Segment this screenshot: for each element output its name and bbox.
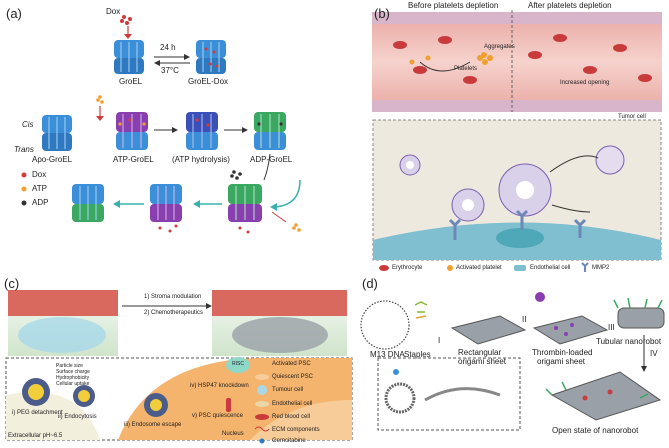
m13-ring <box>360 300 410 350</box>
panel-b-label: (b) <box>374 6 390 21</box>
apo-groel-label: Apo-GroEL <box>32 155 73 164</box>
stroma-modulation-label: 1) Stroma modulation <box>144 294 202 300</box>
chemotherapeutics-label: 2) Chemotherapeutics <box>144 310 204 316</box>
increased-opening-label: Increased opening <box>560 80 610 86</box>
open-state-label: Open state of nanorobot <box>552 426 639 435</box>
rect-origami <box>450 315 527 345</box>
prop-hydrophobicity: Hydrophobicity <box>56 375 90 381</box>
before-depletion-label: Before platelets depletion <box>408 1 499 10</box>
atp-legend-dot <box>21 186 27 192</box>
prop-surface-charge: Surface charge <box>56 369 90 375</box>
rectangular-label: Rectangular <box>458 348 502 357</box>
panel-a <box>21 15 301 234</box>
panel-b <box>372 10 662 272</box>
dox-legend-dot <box>21 172 27 178</box>
panel-c-label: (c) <box>4 276 20 291</box>
nanoparticle-c <box>22 378 168 417</box>
legend-dox: Dox <box>32 170 47 179</box>
risc-complex <box>226 357 250 373</box>
atp-groel-label: ATP-GroEL <box>113 155 154 164</box>
legend-c-icons <box>254 359 270 444</box>
thrombin-label-2: origami sheet <box>537 357 586 366</box>
panel-c <box>5 290 353 444</box>
legend-quiescent-psc: Quiescent PSC <box>272 374 314 380</box>
adp-groel-barrel <box>254 112 286 150</box>
trans-label: Trans <box>14 145 34 154</box>
m13-dna-label: M13 DNA <box>370 350 405 359</box>
thrombin-origami <box>532 315 609 345</box>
adp-legend-dot <box>21 200 27 206</box>
step-psc-quiescence: v) PSC quiescence <box>192 413 244 419</box>
mmp2-legend-icon <box>581 262 589 272</box>
step-endocytosis: ii) Endocytosis <box>58 414 97 420</box>
panel-d <box>360 292 665 431</box>
platelets-label: Platelets <box>454 66 478 72</box>
row3-purple-barrel <box>150 184 182 233</box>
step-hsp47-knockdown: iv) HSP47 knockdown <box>190 383 249 389</box>
risc-label: RISC <box>232 361 244 367</box>
dox-molecules-top <box>120 15 132 25</box>
thrombin-label: Thrombin-loaded <box>532 348 593 357</box>
legend-adp: ADP <box>32 198 49 207</box>
groel-dox-label: GroEL-Dox <box>188 77 229 86</box>
prop-particle-size: Particle size <box>56 363 83 369</box>
step-IV-label: IV <box>650 349 658 358</box>
extracellular-ph-label: Extracellular pH~6.5 <box>8 433 63 439</box>
staples-label: Staples <box>404 350 431 359</box>
legend-activated-psc: Activated PSC <box>272 361 311 367</box>
step-II-label: II <box>522 315 527 324</box>
erythrocytes <box>393 34 652 84</box>
platelet-legend-icon <box>447 265 453 271</box>
endothelial-legend-icon <box>514 265 526 271</box>
hydrolysis-barrel <box>186 112 218 150</box>
legend-activated-platelet: Activated platelet <box>456 265 502 271</box>
arrow-temp-label: 37°C <box>161 66 179 75</box>
legend-mmp2: MMP2 <box>592 265 610 271</box>
cis-label: Cis <box>22 120 34 129</box>
atp-groel-barrel <box>116 112 148 150</box>
legend-ecm: ECM components <box>272 427 320 433</box>
groel-barrel <box>114 40 144 74</box>
rectangular-label-2: origami sheet <box>458 357 507 366</box>
legend-gemcitabine: Gemcitabine <box>272 438 306 444</box>
apo-groel-barrel <box>42 115 72 151</box>
arrow-time-label: 24 h <box>160 43 176 52</box>
prop-cellular-uptake: Cellular uptake <box>56 381 90 387</box>
nanoparticles <box>399 145 625 222</box>
nucleus-label: Nucleus <box>222 431 244 437</box>
erythrocyte-legend-icon <box>379 265 389 271</box>
adp-groel-label: ADP-GroEL <box>250 155 293 164</box>
aggregates-label: Aggregates <box>484 44 515 50</box>
legend-atp: ATP <box>32 184 47 193</box>
panel-a-label: (a) <box>6 6 22 21</box>
legend-tumour-cell: Tumour cell <box>272 387 304 393</box>
legend-red-blood-cell: Red blood cell <box>272 414 311 420</box>
legend-endothelial: Endothelial cell <box>530 265 571 271</box>
legend-endothelial-cell: Endothelial cell <box>272 401 313 407</box>
row3-blue-green-barrel <box>72 184 104 222</box>
atp-hydrolysis-label: (ATP hydrolysis) <box>172 155 230 164</box>
step-III-label: III <box>608 323 615 332</box>
platelet-aggregates <box>409 52 493 65</box>
tubular-nanorobot <box>613 297 665 329</box>
step-peg-detachment: i) PEG detachment <box>12 410 63 416</box>
open-nanorobot <box>545 371 662 421</box>
step-endosome-escape: iii) Endosome escape <box>124 422 182 428</box>
step-I-label: I <box>438 336 441 345</box>
groel-label: GroEL <box>119 77 143 86</box>
mmp2-receptors <box>448 209 587 240</box>
tumor-cell-label: Tumor cell <box>618 114 646 120</box>
row3-green-barrel <box>228 184 262 234</box>
tubular-nanorobot-label: Tubular nanorobot <box>596 337 662 346</box>
after-depletion-label: After platelets depletion <box>528 1 612 10</box>
groel-dox-barrel <box>196 40 226 74</box>
panel-d-label: (d) <box>362 276 378 291</box>
dox-top-label: Dox <box>106 7 121 16</box>
legend-erythrocyte: Erythrocyte <box>392 265 423 271</box>
